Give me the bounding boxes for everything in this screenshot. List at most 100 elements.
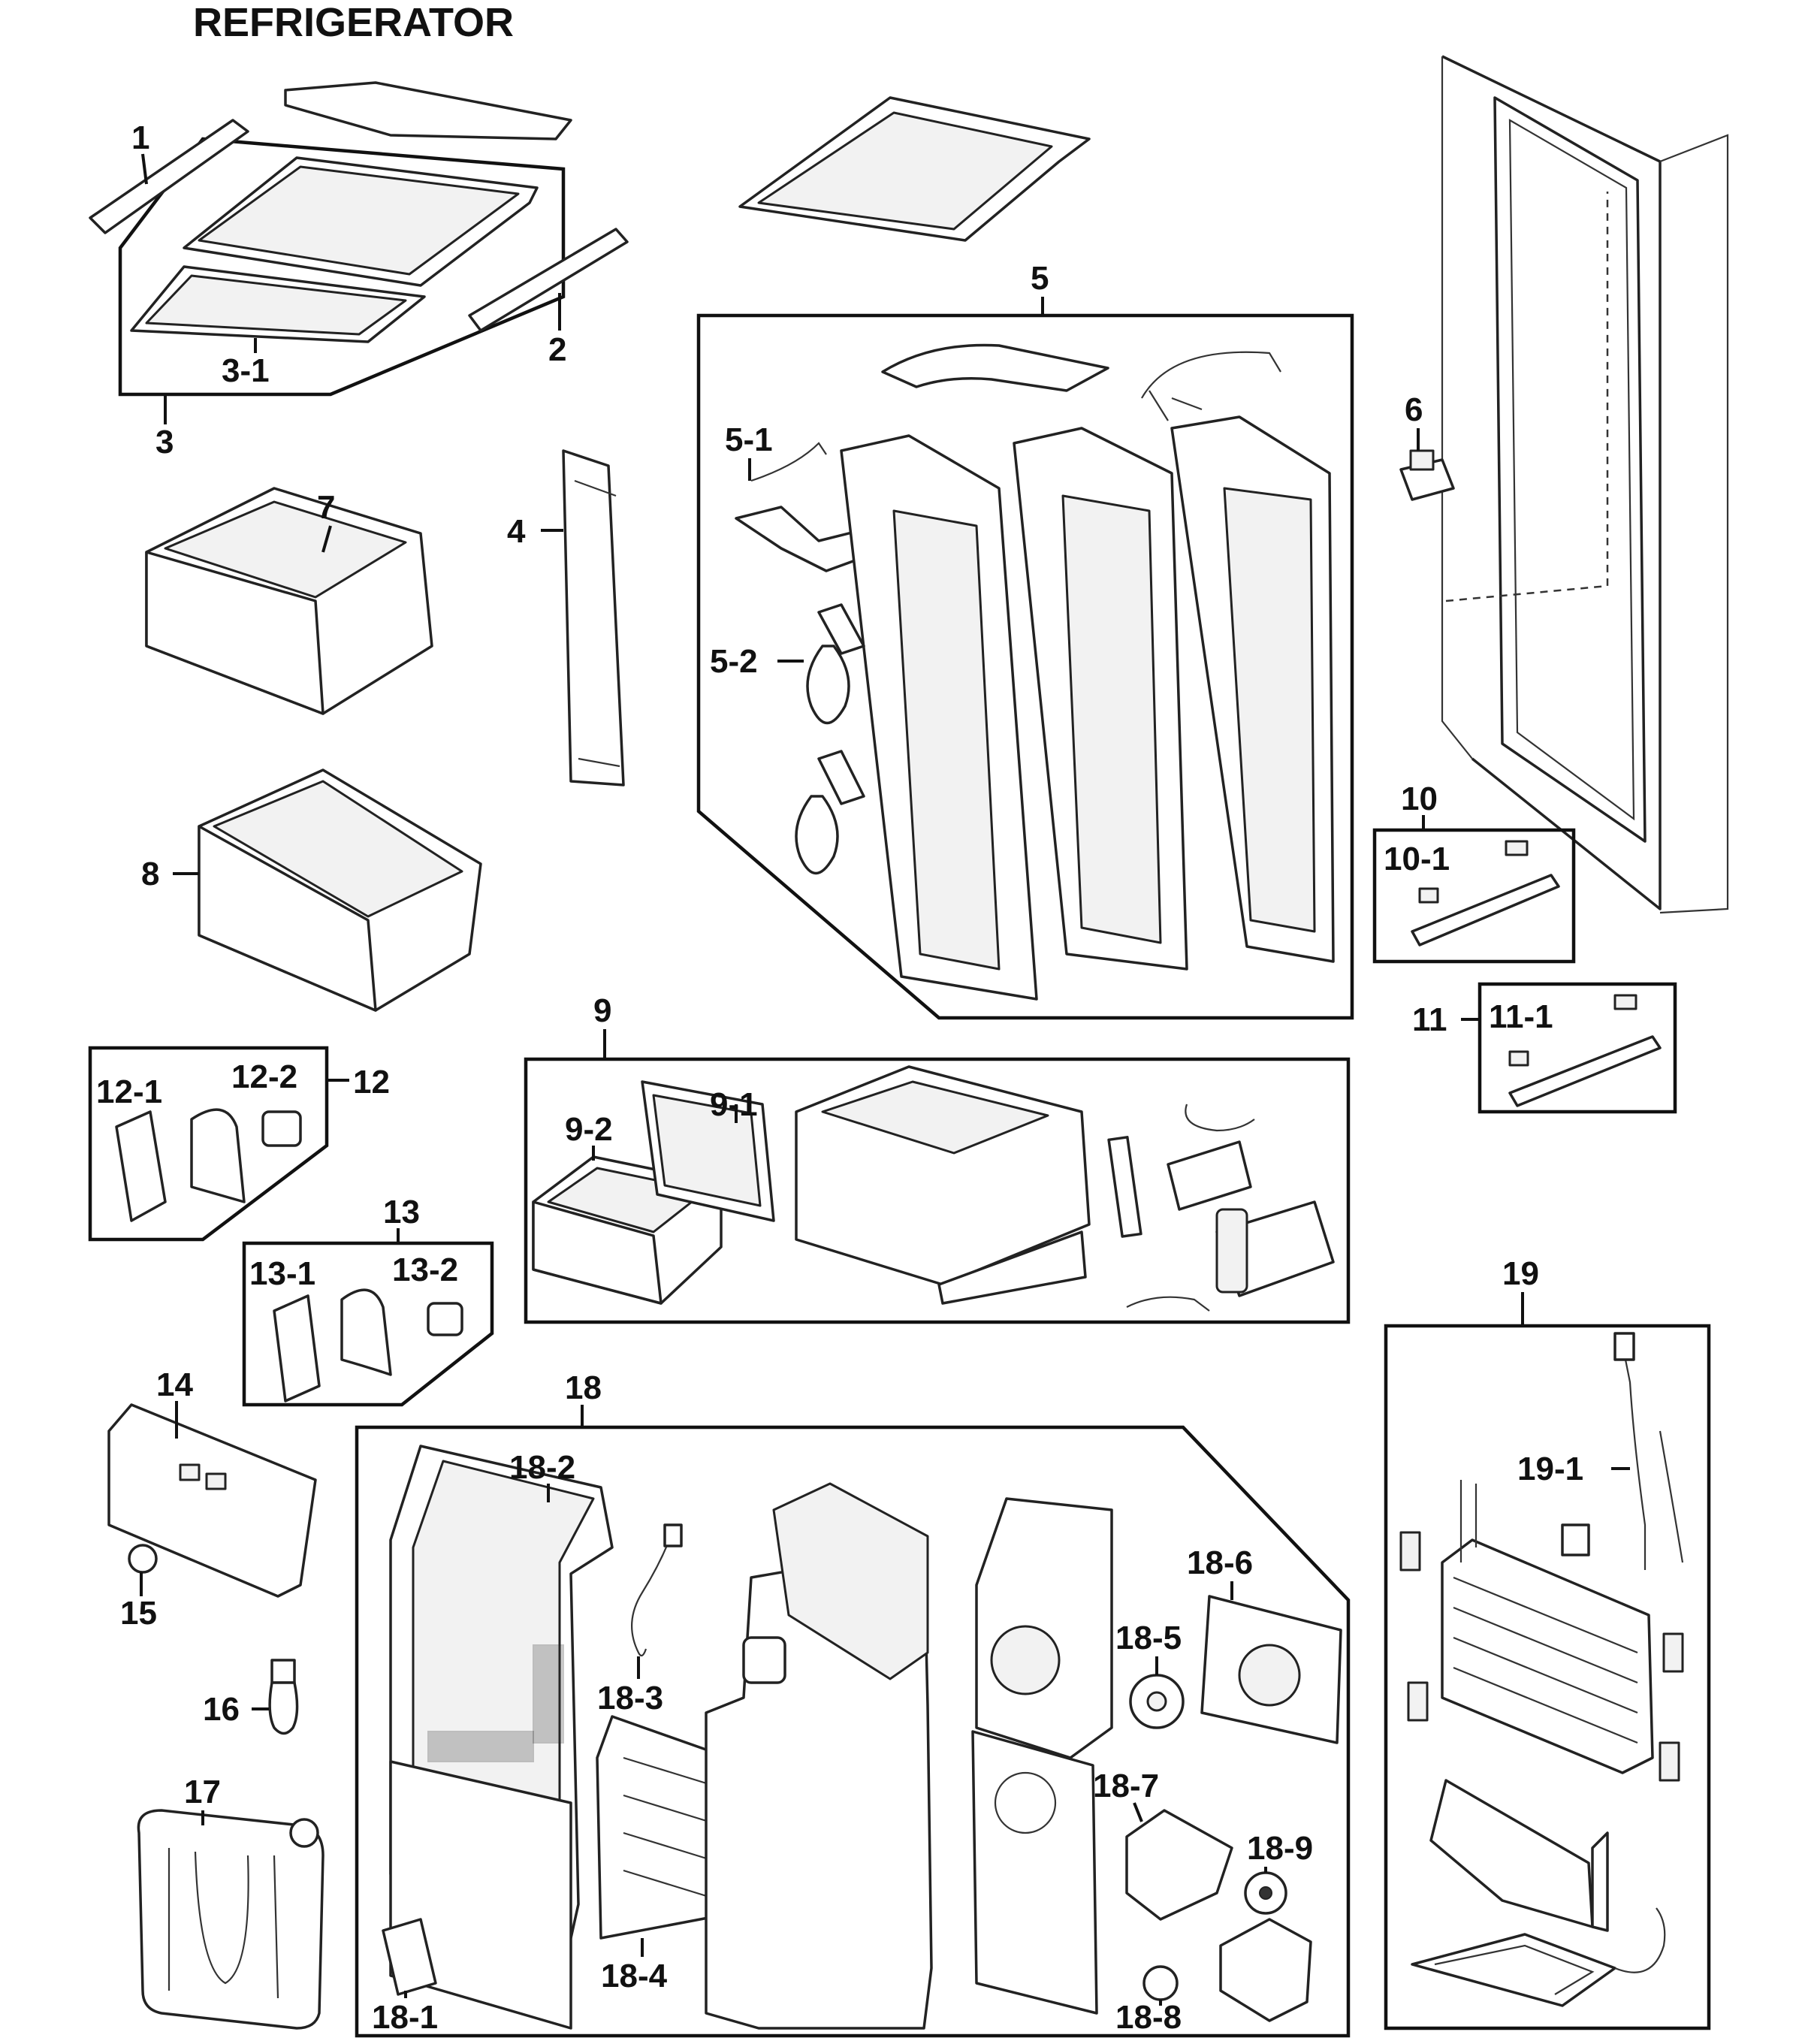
glass-shelf-inner bbox=[198, 165, 520, 276]
lamp-clip-upper bbox=[817, 603, 865, 655]
housing-9-base bbox=[937, 1230, 1087, 1305]
cabinet-inner bbox=[1508, 119, 1635, 821]
button-14-b bbox=[205, 1472, 227, 1490]
fan-plate-hole bbox=[994, 1771, 1057, 1834]
fan-shroud bbox=[975, 1497, 1113, 1759]
callout-18-7: 18-7 bbox=[1093, 1768, 1159, 1804]
clip-11-b bbox=[1508, 1050, 1529, 1067]
motor-18-7 bbox=[1125, 1809, 1233, 1921]
cabinet-outline bbox=[1441, 55, 1729, 914]
cover-part-4 bbox=[562, 449, 625, 787]
callout-2: 2 bbox=[548, 331, 566, 368]
cover-port bbox=[742, 1636, 786, 1684]
cover-duct-top bbox=[772, 1482, 929, 1680]
fan-18-5-hub bbox=[1146, 1691, 1167, 1712]
fan-18-9-hub bbox=[1259, 1886, 1272, 1900]
lamp-5-2-upper bbox=[806, 645, 850, 725]
knob-15 bbox=[128, 1544, 158, 1574]
cabinet-hidden-lines bbox=[1445, 192, 1609, 602]
callout-5: 5 bbox=[1031, 260, 1049, 297]
callout-1: 1 bbox=[131, 119, 149, 156]
drain-pan-19-side bbox=[1591, 1831, 1609, 1932]
callout-17: 17 bbox=[184, 1774, 221, 1810]
duct-wire-5-1 bbox=[750, 442, 827, 482]
clip-10-b bbox=[1418, 887, 1439, 904]
pad-19-c bbox=[1662, 1632, 1684, 1673]
heater-18-4-coils bbox=[623, 1756, 722, 1902]
lamp-clip-lower bbox=[817, 750, 865, 805]
callout-5-2: 5-2 bbox=[710, 643, 758, 680]
rail-11 bbox=[1508, 1035, 1662, 1107]
bag-13 bbox=[340, 1288, 392, 1376]
callout-7: 7 bbox=[317, 489, 335, 526]
tank-17-coil bbox=[168, 1848, 279, 1999]
evaporator-19-fins bbox=[1453, 1576, 1638, 1744]
clip-11-a bbox=[1613, 994, 1637, 1010]
wire-9-a bbox=[1185, 1104, 1255, 1132]
rail-10 bbox=[1411, 874, 1560, 947]
pad-19-a bbox=[1399, 1531, 1421, 1571]
callout-9: 9 bbox=[593, 992, 611, 1029]
rear-panel-grille bbox=[427, 1731, 534, 1762]
bag-12 bbox=[190, 1108, 246, 1203]
clip-10-a bbox=[1505, 840, 1529, 856]
duct-assembly-part-5 bbox=[696, 313, 1354, 1020]
callout-12-2: 12-2 bbox=[231, 1058, 297, 1095]
callout-18-1: 18-1 bbox=[372, 1999, 438, 2036]
drawer-part-9 bbox=[532, 1065, 1335, 1312]
callout-15: 15 bbox=[120, 1595, 157, 1632]
callout-12-1: 12-1 bbox=[96, 1073, 162, 1110]
filter-12-1 bbox=[115, 1110, 167, 1222]
callout-8: 8 bbox=[141, 856, 159, 892]
drain-heater-19 bbox=[1411, 1933, 1616, 2007]
duct-gasket bbox=[881, 343, 1109, 392]
drain-pan-19 bbox=[1429, 1779, 1594, 1928]
callout-18-2: 18-2 bbox=[509, 1449, 575, 1486]
housing-9-top bbox=[821, 1080, 1049, 1155]
pad-19-d bbox=[1659, 1741, 1680, 1782]
callout-3-1: 3-1 bbox=[222, 352, 270, 389]
duct-left-inner bbox=[892, 509, 1001, 971]
drawer-7-cavity bbox=[164, 500, 407, 599]
callout-19-1: 19-1 bbox=[1517, 1451, 1583, 1487]
side-rail-right bbox=[468, 228, 629, 332]
callout-16: 16 bbox=[203, 1691, 240, 1728]
harness-18-3 bbox=[631, 1532, 674, 1657]
group-18-box bbox=[355, 1425, 1351, 2038]
group-9-box bbox=[524, 1057, 1351, 1324]
callout-18-6: 18-6 bbox=[1187, 1544, 1253, 1581]
sensor-part-6 bbox=[1399, 449, 1455, 501]
callout-18: 18 bbox=[565, 1369, 602, 1406]
crisper-drawer-part-8 bbox=[198, 768, 482, 1012]
fan-plate bbox=[971, 1730, 1098, 2015]
motor-plate-18-6-hole bbox=[1238, 1644, 1301, 1707]
callout-6: 6 bbox=[1405, 391, 1423, 428]
side-rail-left bbox=[89, 119, 249, 234]
button-14-a bbox=[179, 1463, 201, 1481]
thermostat-19 bbox=[1561, 1523, 1590, 1556]
group-11-box bbox=[1478, 982, 1677, 1114]
bulb-16-glass bbox=[268, 1681, 299, 1735]
bulb-16-base bbox=[270, 1659, 296, 1684]
drawer-9-2-front bbox=[532, 1200, 663, 1305]
group-13-box bbox=[242, 1241, 494, 1407]
callout-18-3: 18-3 bbox=[597, 1680, 663, 1716]
callout-10: 10 bbox=[1401, 780, 1438, 817]
callout-12: 12 bbox=[353, 1064, 390, 1100]
callout-13-2: 13-2 bbox=[392, 1251, 458, 1288]
evaporator-19-body bbox=[1441, 1538, 1654, 1774]
cabinet-left-wall bbox=[1441, 55, 1662, 910]
callout-9-2: 9-2 bbox=[565, 1111, 613, 1148]
duct-wire-top bbox=[1141, 351, 1281, 421]
drawer-8-cavity bbox=[213, 780, 463, 918]
callout-19: 19 bbox=[1502, 1255, 1539, 1292]
tank-17-fitting bbox=[289, 1818, 319, 1848]
callout-3: 3 bbox=[155, 424, 174, 460]
callout-13: 13 bbox=[383, 1194, 420, 1230]
callout-4: 4 bbox=[507, 513, 526, 550]
cabinet-edge bbox=[1441, 56, 1473, 759]
panel-9-1-inner bbox=[652, 1094, 762, 1207]
fan-18-8 bbox=[1142, 1965, 1179, 2001]
drain-heater-19-wire bbox=[1614, 1907, 1666, 1973]
cap-12-2 bbox=[261, 1110, 302, 1147]
